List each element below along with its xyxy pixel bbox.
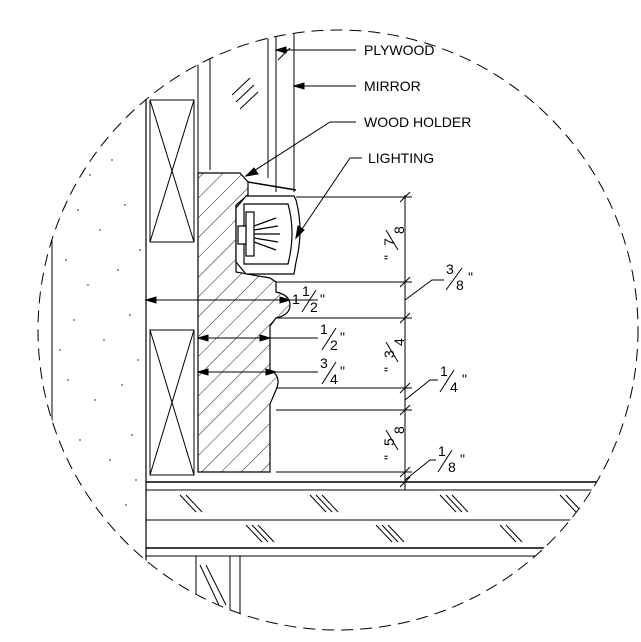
dim-7-8: 7 8 " bbox=[381, 226, 407, 260]
callout-wood-holder: WOOD HOLDER bbox=[364, 114, 471, 130]
svg-text:1: 1 bbox=[438, 443, 446, 459]
floor-layers bbox=[146, 481, 638, 557]
svg-text:2: 2 bbox=[330, 337, 338, 353]
svg-text:1: 1 bbox=[292, 291, 300, 307]
svg-text:1: 1 bbox=[320, 321, 328, 337]
svg-text:8: 8 bbox=[456, 277, 464, 293]
svg-text:5: 5 bbox=[381, 438, 397, 446]
svg-text:8: 8 bbox=[391, 226, 407, 234]
svg-text:": " bbox=[468, 269, 473, 285]
vertical-dimension-chain bbox=[276, 191, 444, 490]
dim-3-8: 3 8 " bbox=[445, 261, 473, 293]
callout-lighting: LIGHTING bbox=[368, 150, 434, 166]
svg-text:4: 4 bbox=[330, 371, 338, 387]
light-fixture bbox=[235, 181, 301, 275]
svg-text:": " bbox=[381, 367, 397, 372]
mirror-panel bbox=[209, 30, 295, 192]
svg-text:2: 2 bbox=[310, 299, 318, 315]
callout-plywood: PLYWOOD bbox=[364, 42, 435, 58]
svg-text:": " bbox=[462, 371, 467, 387]
dim-1-1-2: 1 1 2 " bbox=[292, 283, 325, 315]
svg-text:4: 4 bbox=[391, 338, 407, 346]
dim-3-4-vertical: 3 4 " bbox=[381, 338, 407, 372]
svg-text:8: 8 bbox=[391, 426, 407, 434]
concrete-wall bbox=[51, 30, 141, 630]
lower-framing bbox=[195, 556, 241, 630]
svg-text:1: 1 bbox=[302, 283, 310, 299]
svg-text:3: 3 bbox=[381, 350, 397, 358]
dim-1-2: 1 2 " bbox=[320, 321, 345, 353]
svg-text:3: 3 bbox=[320, 355, 328, 371]
svg-text:": " bbox=[340, 363, 345, 379]
svg-text:4: 4 bbox=[450, 379, 458, 395]
detail-boundary-circle bbox=[37, 29, 639, 631]
svg-text:7: 7 bbox=[381, 238, 397, 246]
svg-text:3: 3 bbox=[446, 261, 454, 277]
svg-text:": " bbox=[340, 329, 345, 345]
svg-text:": " bbox=[320, 291, 325, 307]
dim-1-4: 1 4 " bbox=[439, 363, 467, 395]
plywood-panel bbox=[267, 30, 277, 192]
svg-text:": " bbox=[381, 455, 397, 460]
stud-block-upper bbox=[149, 99, 195, 243]
dim-1-8: 1 8 " bbox=[437, 443, 465, 475]
svg-text:8: 8 bbox=[448, 459, 456, 475]
svg-text:": " bbox=[381, 255, 397, 260]
callout-leaders bbox=[244, 46, 362, 240]
stud-block-lower bbox=[149, 329, 195, 476]
dim-5-8: 5 8 " bbox=[381, 426, 407, 460]
horizontal-dimensions bbox=[144, 296, 318, 376]
callout-mirror: MIRROR bbox=[364, 78, 421, 94]
svg-text:": " bbox=[460, 451, 465, 467]
svg-text:1: 1 bbox=[440, 363, 448, 379]
dim-3-4-horizontal: 3 4 " bbox=[320, 355, 345, 387]
